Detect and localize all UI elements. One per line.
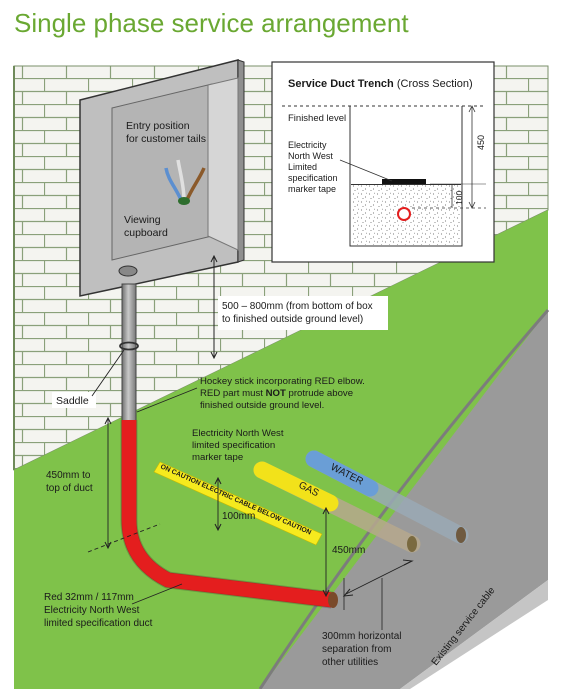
inset-dim-450: 450 xyxy=(476,135,486,150)
dim-450mm-label: 450mm xyxy=(332,545,365,556)
marker-tape-label: Electricity North West limited specifica… xyxy=(192,428,286,463)
viewing-cupboard-label: Viewing cupboard xyxy=(124,214,168,239)
dim-100mm-label: 100mm xyxy=(222,511,255,522)
entry-position-label: Entry position for customer tails xyxy=(126,120,206,145)
hockey-stick-note: Hockey stick incorporating RED elbow. RE… xyxy=(200,376,367,411)
height-callout-box xyxy=(218,296,388,330)
marker-tape xyxy=(153,461,323,546)
inset-tape-label: Electricity North West Limited specifica… xyxy=(288,140,340,194)
saddle-clip xyxy=(119,341,139,351)
kerb xyxy=(400,580,548,689)
inset-marker-tape xyxy=(382,179,426,184)
meter-box xyxy=(79,59,245,297)
red-duct-end xyxy=(328,592,338,608)
pavement-edge xyxy=(258,309,550,689)
diagram-title: Single phase service arrangement xyxy=(14,8,409,38)
duct-depth-label: 450mm to top of duct xyxy=(46,470,93,494)
trench-cross-section: Service Duct Trench (Cross Section) Fini… xyxy=(271,61,495,263)
riser-pipe xyxy=(121,283,137,425)
inset-dim-100: 100 xyxy=(454,191,464,205)
saddle-label: Saddle xyxy=(56,395,89,407)
inset-duct xyxy=(397,207,411,221)
customer-tails-icon xyxy=(164,159,206,205)
finished-level-label: Finished level xyxy=(288,113,346,124)
box-height-label: 500 – 800mm (from bottom of box to finis… xyxy=(222,301,375,325)
separation-label: 300mm horizontal separation from other u… xyxy=(322,631,404,668)
duct-spec-label: Red 32mm / 117mm Electricity North West … xyxy=(44,592,153,629)
inset-title: Service Duct Trench (Cross Section) xyxy=(288,78,473,90)
